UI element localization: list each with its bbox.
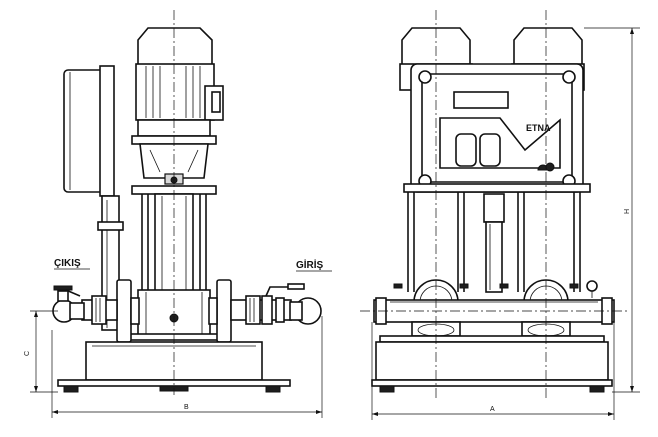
dimension-b: B bbox=[51, 316, 323, 418]
outlet-manifold bbox=[52, 279, 140, 343]
pressure-gauge-icon bbox=[586, 280, 598, 292]
label-inlet: GİRİŞ bbox=[296, 258, 332, 272]
inlet-manifold bbox=[208, 279, 322, 343]
dimension-c-label: C bbox=[24, 351, 31, 356]
brand-label: ETNA bbox=[526, 123, 551, 133]
front-view: ETNA bbox=[360, 10, 640, 420]
dimension-h-label: H bbox=[624, 209, 631, 214]
dimension-a: A bbox=[371, 322, 615, 420]
motor-side bbox=[131, 27, 224, 145]
dimension-c: C bbox=[24, 310, 58, 393]
control-panel: ETNA bbox=[403, 63, 591, 193]
dimension-h: H bbox=[584, 27, 640, 393]
dimension-a-label: A bbox=[490, 406, 495, 413]
pump-body-side bbox=[129, 289, 219, 341]
outlet-label: ÇIKIŞ bbox=[54, 258, 81, 269]
pump-columns-front bbox=[407, 192, 581, 293]
manifold-front bbox=[373, 297, 615, 337]
panel-button-right bbox=[479, 133, 501, 167]
base-frame-front bbox=[371, 335, 613, 393]
side-view: ÇIKIŞ GİRİŞ C B bbox=[24, 10, 332, 418]
dimension-b-label: B bbox=[184, 404, 189, 411]
label-outlet: ÇIKIŞ bbox=[54, 258, 90, 270]
lcd-display bbox=[453, 91, 509, 109]
panel-button-left bbox=[455, 133, 477, 167]
pressure-tank bbox=[63, 65, 124, 331]
inlet-label: GİRİŞ bbox=[296, 258, 324, 271]
